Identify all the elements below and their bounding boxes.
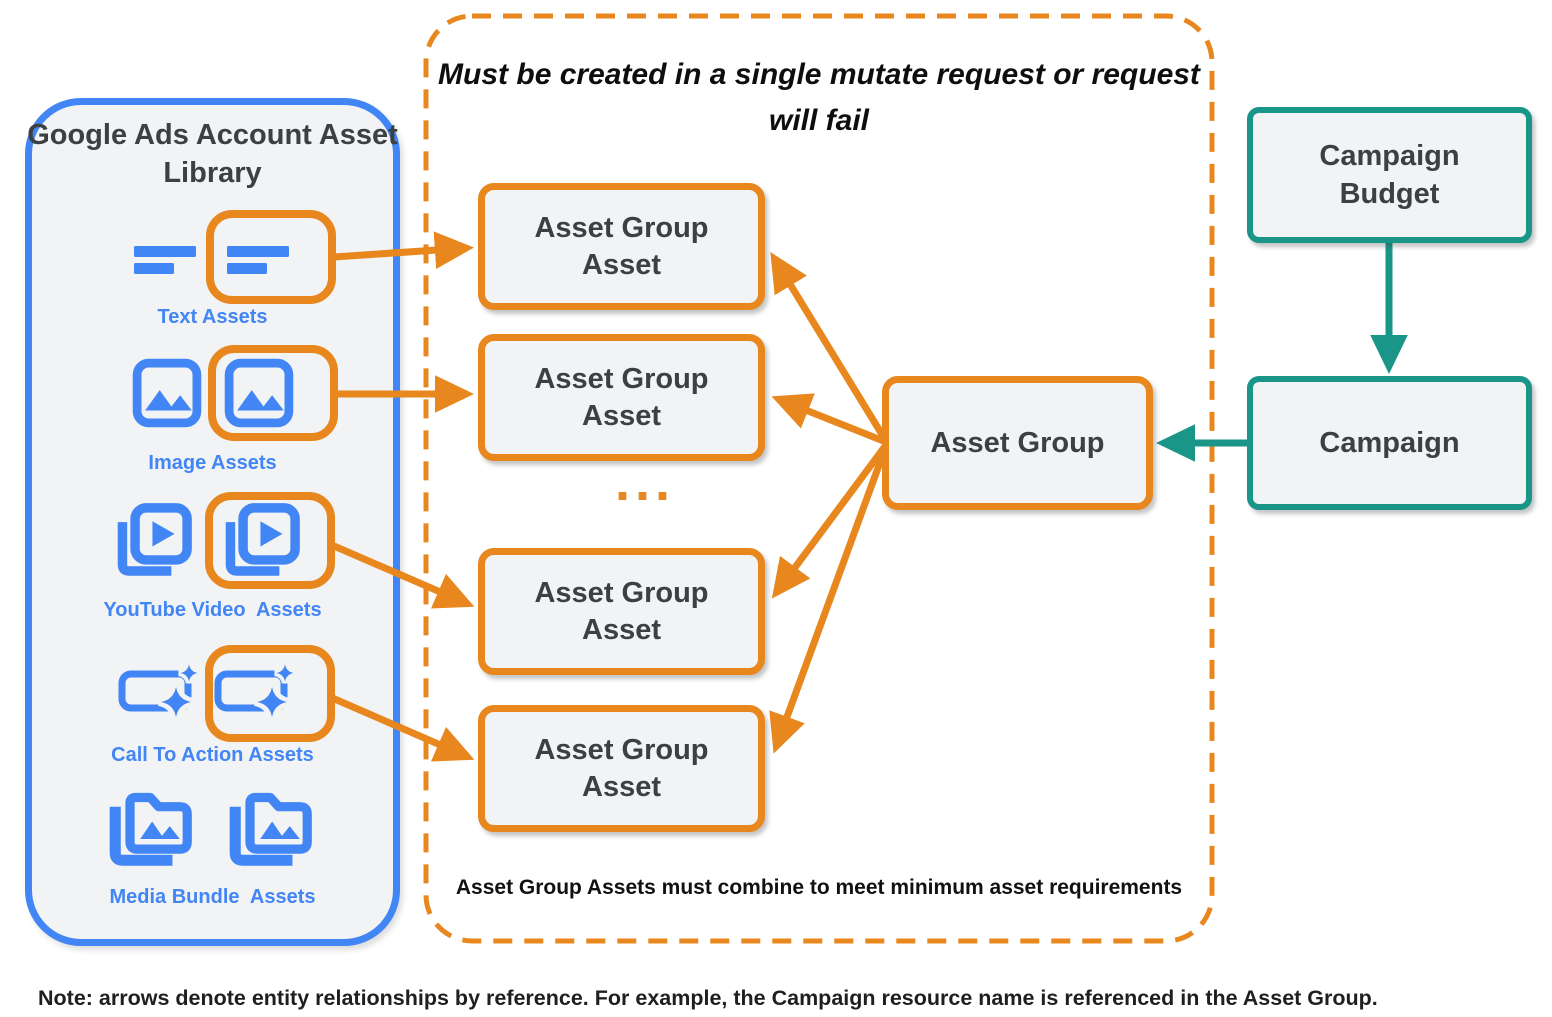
asset-group-asset-label: Asset Group xyxy=(534,211,709,244)
asset-group-asset-label: Asset xyxy=(582,770,661,803)
arrow-asset-group-to-asset-group-asset-3 xyxy=(771,442,889,599)
image-asset-icon xyxy=(132,358,202,428)
call-to-action-assets-label: Call To Action Assets xyxy=(111,744,314,766)
campaign-box: Campaign xyxy=(1247,376,1532,510)
arrow-cta-asset-to-asset-group-asset xyxy=(328,693,475,762)
youtube-video-asset-icon xyxy=(225,503,300,576)
call-to-action-asset-highlight-outline xyxy=(205,645,335,742)
arrow-youtube-asset-to-asset-group-asset xyxy=(332,542,475,609)
image-asset-icon xyxy=(224,358,294,428)
asset-library-title-line1: Google Ads Account xyxy=(27,119,312,151)
media-bundle-assets-label: Media Bundle Assets xyxy=(109,886,316,908)
campaign-label: Campaign xyxy=(1319,427,1460,459)
campaign-budget-label-line1: Campaign xyxy=(1319,140,1460,172)
asset-group-asset-box-3: Asset Group Asset xyxy=(478,548,765,675)
arrow-asset-group-to-asset-group-asset-4 xyxy=(769,444,890,754)
youtube-video-assets-label: YouTube Video Assets xyxy=(103,599,322,621)
mutate-request-dashed-border xyxy=(423,13,1215,944)
asset-group-asset-label: Asset xyxy=(582,248,661,281)
text-asset-icon xyxy=(227,246,289,274)
asset-group-asset-label: Asset xyxy=(582,613,661,646)
asset-group-asset-box-2: Asset Group Asset xyxy=(478,334,765,461)
asset-group-asset-label: Asset Group xyxy=(534,362,709,395)
asset-library-title: Google Ads Account Asset Library xyxy=(25,116,400,192)
footnote: Note: arrows denote entity relationships… xyxy=(38,986,1378,1010)
mutate-request-title: Must be created in a single mutate reque… xyxy=(426,52,1212,144)
asset-group-asset-label: Asset Group xyxy=(534,733,709,766)
call-to-action-asset-icon xyxy=(214,662,296,720)
call-to-action-asset-icon xyxy=(118,662,200,720)
youtube-video-asset-icon xyxy=(117,503,192,576)
asset-requirements-caption: Asset Group Assets must combine to meet … xyxy=(455,876,1183,899)
arrow-asset-group-to-asset-group-asset-2 xyxy=(771,393,888,446)
asset-group-asset-box-4: Asset Group Asset xyxy=(478,705,765,832)
text-assets-label: Text Assets xyxy=(157,306,268,328)
asset-library-title-line2: Asset Library xyxy=(163,119,398,189)
mutate-request-title-line2: or request will fail xyxy=(768,58,1200,137)
asset-group-asset-box-1: Asset Group Asset xyxy=(478,183,765,310)
asset-group-asset-label: Asset Group xyxy=(534,576,709,609)
more-asset-group-assets-ellipsis: ... xyxy=(614,452,675,512)
media-bundle-asset-icon xyxy=(109,792,192,866)
campaign-budget-box: Campaign Budget xyxy=(1247,107,1532,243)
image-assets-label: Image Assets xyxy=(148,452,277,474)
asset-group-box: Asset Group xyxy=(882,376,1153,510)
campaign-budget-label-line2: Budget xyxy=(1339,178,1440,210)
text-asset-highlight-outline xyxy=(206,210,336,304)
image-asset-highlight-outline xyxy=(208,345,338,441)
youtube-video-asset-highlight-outline xyxy=(205,492,335,589)
asset-group-label: Asset Group xyxy=(930,426,1105,459)
arrow-asset-group-to-asset-group-asset-1 xyxy=(770,252,889,443)
asset-group-asset-label: Asset xyxy=(582,399,661,432)
mutate-request-title-line1: Must be created in a single mutate reque… xyxy=(438,58,1045,91)
text-asset-icon xyxy=(134,246,196,274)
media-bundle-asset-icon xyxy=(229,792,312,866)
arrow-text-asset-to-asset-group-asset xyxy=(333,231,474,270)
